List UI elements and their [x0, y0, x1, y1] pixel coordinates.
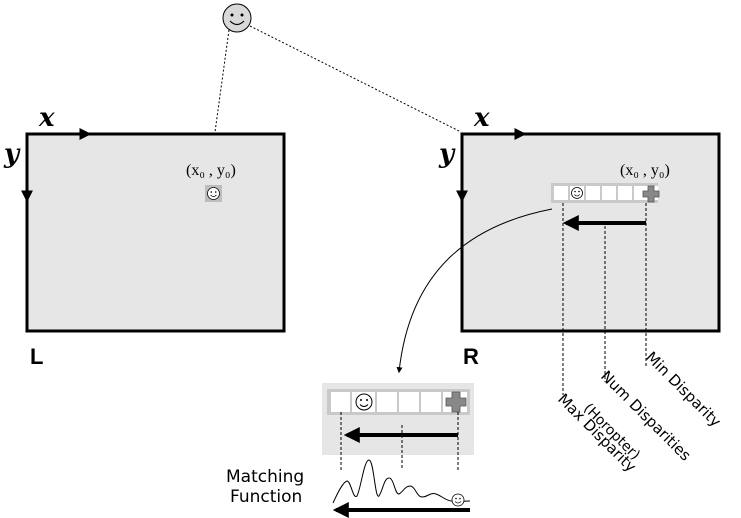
left-point-smiley-icon: [205, 185, 222, 202]
matching-label-line2: Function: [230, 487, 302, 507]
matching-label-line1: Matching: [226, 467, 304, 487]
right-search-strip: [551, 183, 660, 203]
right-y-label: y: [438, 139, 456, 169]
matching-smiley-icon: [451, 493, 465, 507]
matching-function-curve: [332, 459, 471, 504]
zoom-plus-marker-icon: [445, 391, 467, 413]
left-point-label: (x₀ , y₀): [186, 162, 236, 179]
right-image-panel: x y (x₀ , y₀) R: [438, 103, 721, 369]
strip-plus-marker-icon: [642, 185, 660, 203]
left-sight-line: [214, 29, 230, 133]
right-sight-line: [249, 25, 462, 133]
right-image-frame: [460, 132, 721, 333]
strip-smiley-icon: [571, 187, 583, 199]
zoom-pointer-arrow: [396, 208, 553, 374]
zoom-panel: [322, 383, 474, 455]
left-y-label: y: [3, 139, 21, 169]
left-image-panel: x y (x₀ , y₀) L: [3, 103, 286, 369]
observer-smiley-icon: [222, 3, 252, 33]
left-image-frame: [25, 132, 286, 333]
right-image-label: R: [463, 344, 479, 369]
left-image-label: L: [30, 344, 43, 369]
right-point-label: (x₀ , y₀): [620, 162, 670, 179]
left-x-label: x: [38, 103, 55, 133]
right-x-label: x: [473, 103, 490, 133]
zoom-smiley-icon: [355, 393, 373, 411]
